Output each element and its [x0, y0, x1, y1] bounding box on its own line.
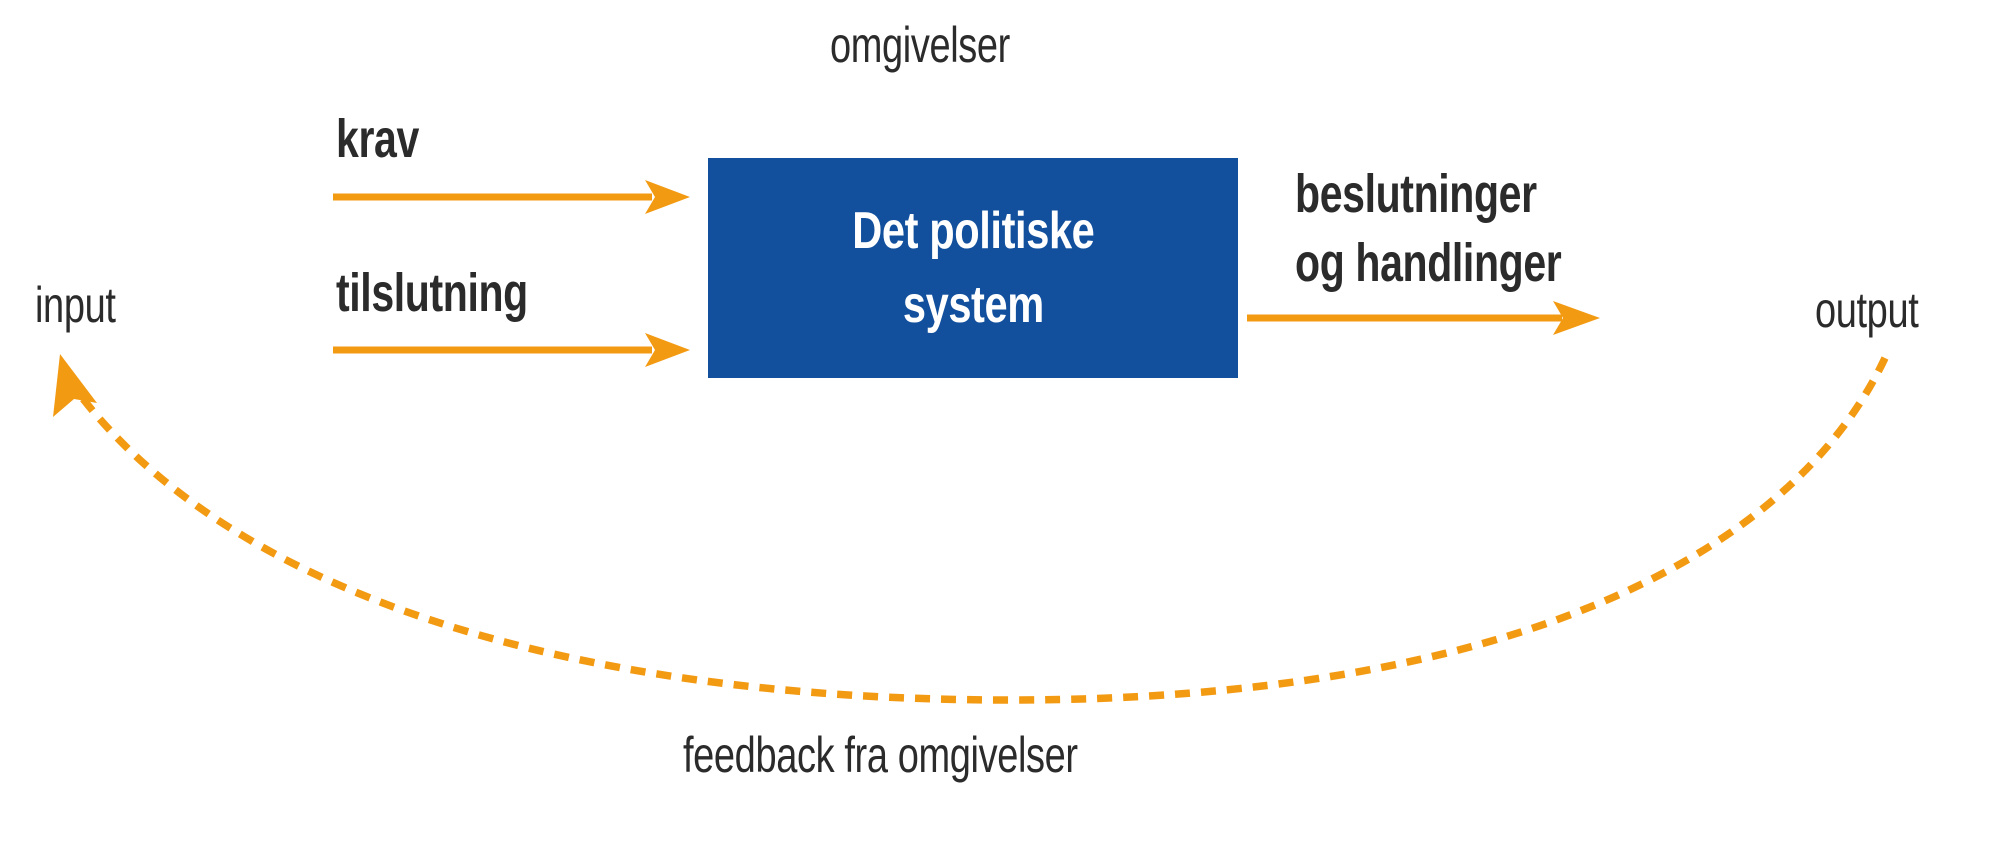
system-box-title-line2: system — [902, 276, 1044, 334]
tilslutning-arrow-label: tilslutning — [336, 263, 528, 323]
krav-arrow-label: krav — [336, 109, 419, 169]
environment-label: omgivelser — [830, 17, 1010, 73]
output-arrow-label-line1: beslutninger — [1295, 164, 1537, 224]
input-side-label: input — [35, 277, 116, 333]
tilslutning-arrowhead-icon — [645, 333, 690, 367]
feedback-curve — [77, 356, 1889, 704]
feedback-arrowhead-icon — [53, 354, 97, 417]
krav-arrowhead-icon — [645, 180, 690, 214]
output-arrowhead-icon — [1553, 301, 1600, 335]
output-arrow-label: beslutninger og handlinger — [1295, 160, 1562, 298]
political-system-box: Det politiske system — [708, 158, 1238, 378]
output-side-label: output — [1815, 282, 1919, 338]
output-arrow-label-line2: og handlinger — [1295, 233, 1562, 293]
feedback-label: feedback fra omgivelser — [683, 727, 1078, 783]
system-box-title-line1: Det politiske — [851, 202, 1095, 260]
